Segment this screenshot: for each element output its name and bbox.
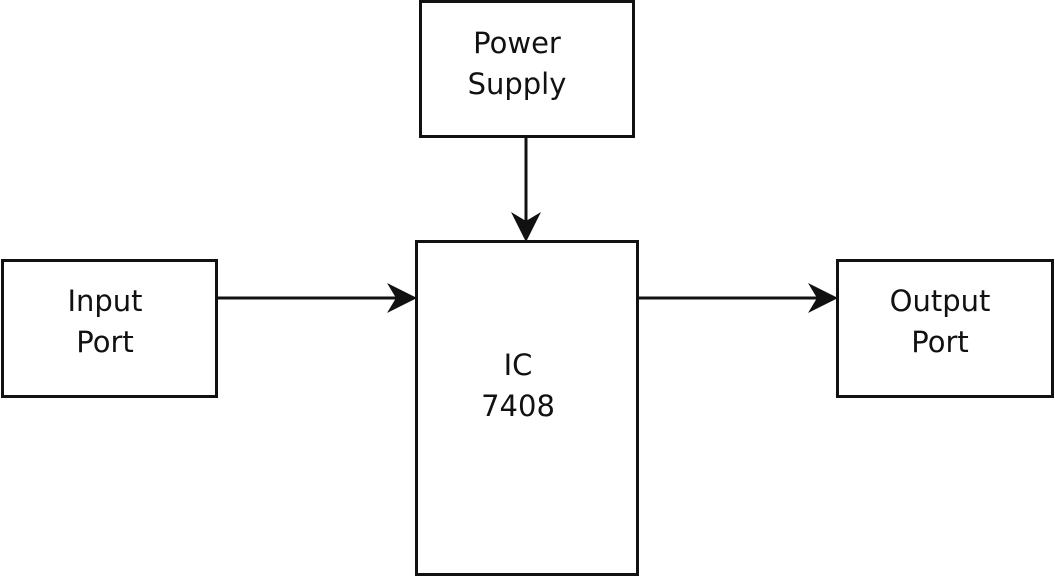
power-supply-label-line2: Supply [467,67,567,101]
ic-label-line2: 7408 [481,389,555,423]
input-port-block [1,259,218,398]
output-port-label: Output Port [836,281,1044,363]
output-port-label-line2: Port [911,325,969,359]
ic-7408-block [415,240,639,576]
power-supply-block [419,0,635,138]
ic-label-line1: IC [503,348,533,382]
input-port-label: Input Port [1,281,209,363]
power-supply-label: Power Supply [419,23,615,105]
power-supply-label-line1: Power [473,26,561,60]
input-port-label-line2: Port [76,325,134,359]
output-port-label-line1: Output [889,284,991,318]
ic-7408-label: IC 7408 [415,345,621,427]
output-port-block [836,259,1054,398]
input-port-label-line1: Input [67,284,143,318]
